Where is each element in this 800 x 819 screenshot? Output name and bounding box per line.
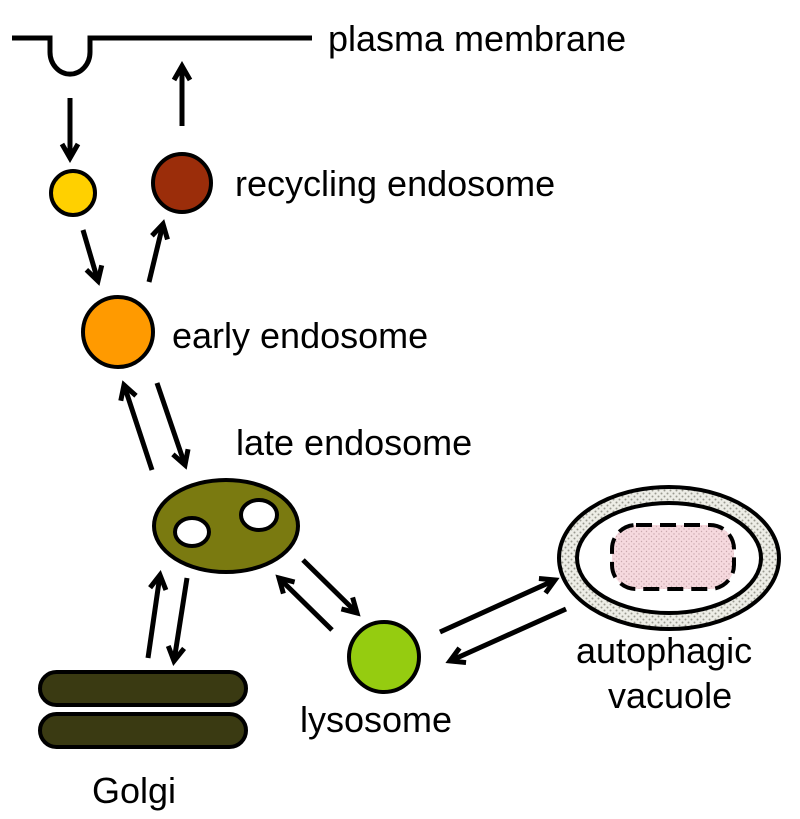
arrow-lysosome-to-vacuole: [438, 580, 555, 635]
arrow-late-to-early: [124, 385, 155, 471]
arrow-vacuole-to-lysosome: [450, 606, 568, 661]
arrow-early-to-recycling: [146, 224, 163, 283]
golgi-label: Golgi: [92, 770, 176, 811]
arrow-late-to-lysosome: [301, 558, 357, 613]
endocytic-vesicle: [49, 169, 97, 217]
late-endosome: [152, 478, 300, 574]
autophagic-cargo: [610, 523, 736, 591]
golgi-stack: [38, 670, 248, 749]
autophagic-vacuole-label-line1: autophagic: [576, 630, 752, 671]
autophagic-vacuole: [557, 485, 781, 631]
arrow-late-to-golgi: [174, 577, 190, 661]
lysosome: [347, 620, 421, 694]
intraluminal-vesicle: [239, 498, 279, 532]
early-endosome-label: early endosome: [172, 315, 428, 356]
autophagic-vacuole-label-line2: vacuole: [608, 675, 732, 716]
arrow-lysosome-to-late: [279, 578, 334, 632]
plasma-membrane-line: [12, 35, 312, 77]
lysosome-label: lysosome: [300, 699, 452, 740]
arrow-golgi-to-late: [145, 575, 160, 659]
golgi-cisterna: [38, 712, 248, 749]
recycling-endosome-label: recycling endosome: [235, 163, 555, 204]
late-endosome-label: late endosome: [236, 422, 472, 463]
intraluminal-vesicle: [173, 516, 211, 548]
golgi-cisterna: [38, 670, 248, 707]
plasma-membrane-label: plasma membrane: [328, 18, 626, 59]
arrow-vesicle-to-early: [80, 229, 98, 281]
recycling-endosome: [151, 152, 213, 214]
early-endosome: [81, 295, 155, 369]
arrow-early-to-late: [154, 382, 185, 465]
